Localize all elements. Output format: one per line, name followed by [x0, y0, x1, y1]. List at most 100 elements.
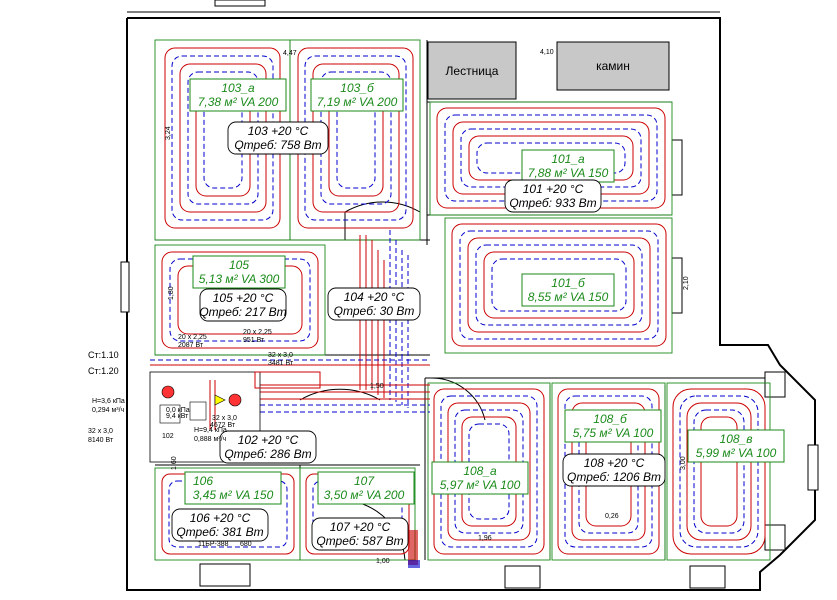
svg-text:680: 680 [240, 541, 252, 548]
svg-text:101_а: 101_а [551, 152, 585, 166]
flow-label-2: 0,888 м³/ч [194, 436, 227, 443]
svg-text:108_б: 108_б [593, 412, 628, 426]
svg-text:108_а: 108_а [463, 464, 497, 478]
manifold [149, 371, 420, 568]
zone-outlines [154, 39, 771, 561]
svg-text:1,00: 1,00 [376, 558, 390, 565]
svg-text:3,24: 3,24 [165, 126, 172, 140]
svg-text:1,50: 1,50 [370, 383, 384, 390]
head-label-2: H=9,4 кПа [194, 427, 227, 434]
flow-label-1: 0,294 м³/ч [92, 407, 125, 414]
fireplace-label: камин [596, 59, 630, 73]
dimensions: 4,47 4,10 3,24 2,10 1,80 1,50 3,00 1,96 … [165, 49, 690, 565]
zone-103b: 103_б 7,19 м² VA 200 [310, 78, 404, 112]
svg-text:105 +20 °C: 105 +20 °C [213, 291, 274, 305]
svg-text:Qтреб: 933 Вт: Qтреб: 933 Вт [509, 196, 596, 210]
svg-text:Qтреб: 587 Вт: Qтреб: 587 Вт [316, 534, 403, 548]
room-108: 108 +20 °C Qтреб: 1206 Вт [562, 453, 666, 487]
valve-icon [214, 394, 226, 406]
svg-text:11БР-388: 11БР-388 [198, 541, 229, 548]
window-left [120, 261, 130, 313]
top-window [214, 0, 266, 7]
svg-text:106: 106 [193, 474, 213, 488]
svg-text:7,38 м² VA 200: 7,38 м² VA 200 [198, 95, 279, 109]
window-right-top [671, 139, 683, 196]
svg-text:3481 Вт: 3481 Вт [268, 360, 294, 367]
room-106: 106 +20 °C Qтреб: 381 Вт [171, 508, 269, 542]
svg-text:102 +20 °C: 102 +20 °C [238, 433, 299, 447]
zone-105: 105 5,13 м² VA 300 [192, 255, 286, 289]
svg-text:2,10: 2,10 [683, 276, 690, 290]
svg-text:5,75 м² VA 100: 5,75 м² VA 100 [573, 426, 654, 440]
svg-text:102: 102 [162, 433, 174, 440]
fireplace-block [556, 41, 670, 91]
svg-text:20 x 2,25: 20 x 2,25 [243, 329, 272, 336]
window-bay-right [807, 444, 819, 491]
zone-101b: 101_б 8,55 м² VA 150 [521, 273, 615, 307]
room-107: 107 +20 °C Qтреб: 587 Вт [311, 517, 409, 551]
zone-107: 107 3,50 м² VA 200 [317, 471, 415, 505]
stairs-label: Лестница [446, 64, 499, 78]
manifold-annotations: 20 x 2,25 2087 Вт 20 x 2,25 951 Вт 32 x … [162, 329, 294, 548]
zone-108a: 108_а 5,97 м² VA 100 [431, 461, 529, 495]
window-right-mid [671, 257, 683, 314]
svg-text:103 +20 °C: 103 +20 °C [248, 124, 309, 138]
svg-text:107: 107 [354, 474, 375, 488]
window-bottom-1 [199, 563, 251, 587]
svg-text:104 +20 °C: 104 +20 °C [344, 290, 405, 304]
window-bottom-2 [504, 565, 541, 589]
svg-text:1,96: 1,96 [478, 535, 492, 542]
svg-text:951 Вт: 951 Вт [243, 337, 265, 344]
svg-text:3,45 м² VA 150: 3,45 м² VA 150 [193, 488, 274, 502]
svg-text:108 +20 °C: 108 +20 °C [584, 456, 645, 470]
svg-text:Qтреб: 217 Вт: Qтреб: 217 Вт [199, 305, 286, 319]
svg-text:107 +20 °C: 107 +20 °C [330, 520, 391, 534]
zone-106: 106 3,45 м² VA 150 [184, 471, 282, 505]
room-105: 105 +20 °C Qтреб: 217 Вт [199, 288, 287, 322]
head-label-1: H=3,6 кПа [92, 398, 125, 405]
svg-text:Qтреб: 1206 Вт: Qтреб: 1206 Вт [567, 470, 661, 484]
zone-108b: 108_б 5,75 м² VA 100 [564, 409, 662, 443]
svg-text:4,47: 4,47 [283, 50, 297, 57]
st-label-2: Ст:1.20 [88, 366, 119, 376]
svg-text:103_а: 103_а [221, 81, 255, 95]
svg-text:32 x 3,0: 32 x 3,0 [268, 352, 293, 359]
svg-text:105: 105 [229, 258, 249, 272]
zone-103a: 103_а 7,38 м² VA 200 [189, 78, 287, 112]
svg-text:106 +20 °C: 106 +20 °C [190, 511, 251, 525]
svg-text:4672 Вт: 4672 Вт [210, 422, 236, 429]
svg-text:7,88 м² VA 150: 7,88 м² VA 150 [528, 166, 609, 180]
svg-text:8,55 м² VA 150: 8,55 м² VA 150 [528, 290, 609, 304]
side-annotations: Ст:1.10 Ст:1.20 H=3,6 кПа 0,294 м³/ч 32 … [88, 350, 227, 444]
svg-text:3,50 м² VA 200: 3,50 м² VA 200 [324, 488, 405, 502]
room-104: 104 +20 °C Qтреб: 30 Вт [327, 287, 421, 321]
window-bay-top [764, 371, 786, 398]
svg-text:5,99 м² VA 100: 5,99 м² VA 100 [696, 446, 777, 460]
svg-text:0,26: 0,26 [605, 513, 619, 520]
svg-text:101_б: 101_б [551, 276, 586, 290]
svg-text:5,13 м² VA 300: 5,13 м² VA 300 [199, 272, 280, 286]
svg-text:3,00: 3,00 [680, 456, 687, 470]
svg-text:108_в: 108_в [720, 432, 753, 446]
svg-text:101 +20 °C: 101 +20 °C [523, 182, 584, 196]
svg-text:Qтреб: 758 Вт: Qтреб: 758 Вт [234, 138, 321, 152]
window-bay-bottom [764, 524, 786, 551]
svg-text:2087 Вт: 2087 Вт [178, 342, 204, 349]
svg-text:4,10: 4,10 [540, 49, 554, 56]
zone-108v: 108_в 5,99 м² VA 100 [687, 429, 785, 463]
stairs-block [427, 41, 517, 100]
window-bottom-3 [689, 565, 726, 589]
st-label-1: Ст:1.10 [88, 350, 119, 360]
svg-text:Qтреб: 286 Вт: Qтреб: 286 Вт [224, 447, 311, 461]
svg-text:9,4 кВт: 9,4 кВт [166, 413, 189, 420]
svg-text:Qтреб: 30 Вт: Qтреб: 30 Вт [334, 304, 415, 318]
room-101: 101 +20 °C Qтреб: 933 Вт [504, 179, 602, 213]
svg-text:20 x 2,25: 20 x 2,25 [178, 334, 207, 341]
svg-text:1,80: 1,80 [168, 286, 175, 300]
svg-text:103_б: 103_б [340, 81, 375, 95]
svg-text:7,19 м² VA 200: 7,19 м² VA 200 [317, 95, 398, 109]
pump-icon-2 [228, 393, 242, 407]
pipe-label-1: 32 x 3,0 [88, 428, 113, 435]
svg-text:0,0 кПа: 0,0 кПа [166, 407, 190, 414]
